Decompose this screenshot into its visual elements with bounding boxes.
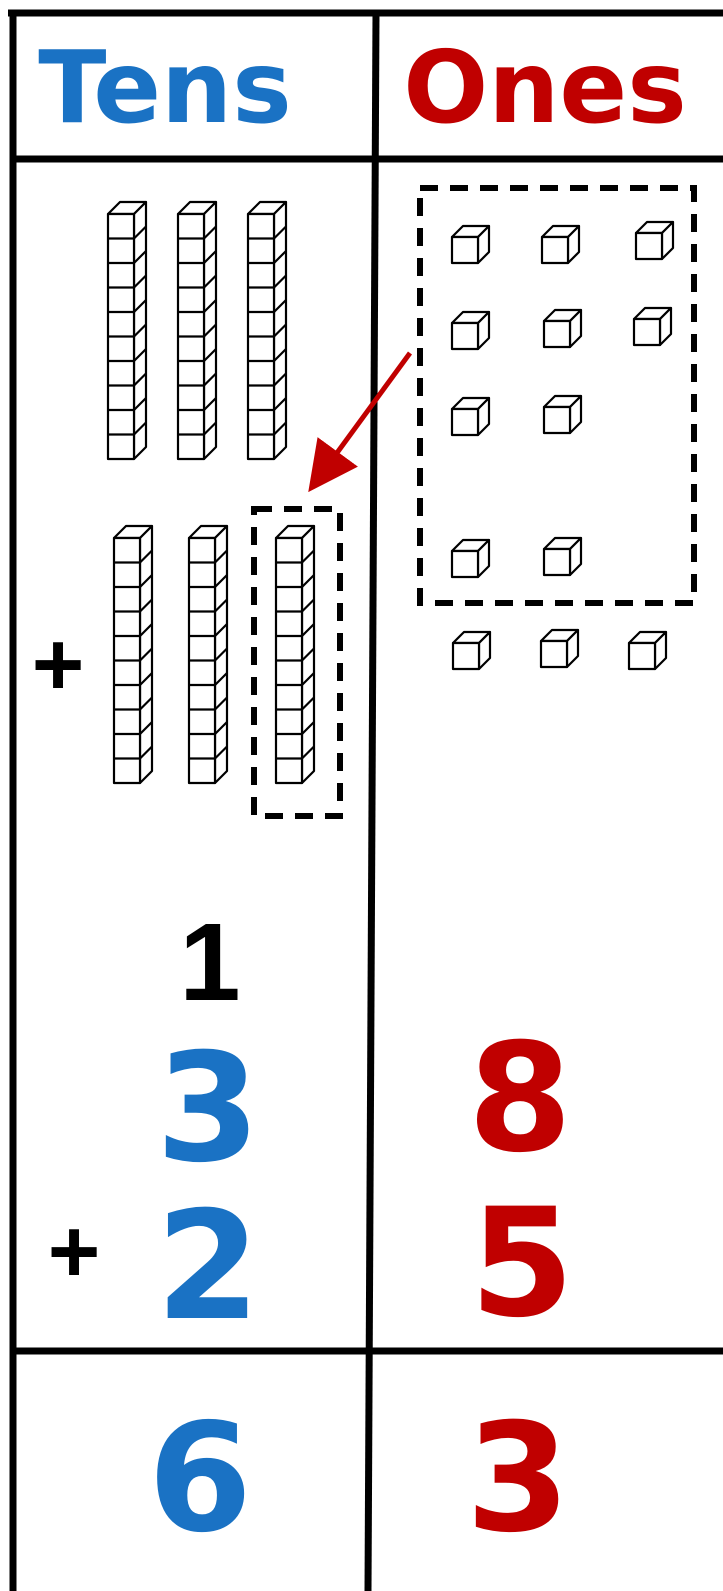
blocks-plus-sign: + [32, 615, 85, 715]
regrouped-ten-box [251, 506, 343, 819]
one-cube [450, 310, 491, 351]
one-cube [632, 306, 673, 347]
one-cube [539, 628, 580, 669]
grid-lines [8, 9, 723, 1591]
column-divider [364, 12, 380, 1591]
answer-tens: 6 [148, 1392, 252, 1566]
ten-rod [106, 200, 148, 461]
one-cube [542, 308, 583, 349]
one-cube [627, 630, 668, 671]
one-cube [450, 396, 491, 437]
regroup-arrow [308, 351, 413, 493]
ten-rod [246, 200, 288, 461]
problem-plus-sign: + [48, 1202, 101, 1302]
one-cube [542, 536, 583, 577]
one-cube [450, 224, 491, 265]
ten-rod [176, 200, 218, 461]
ten-rod [274, 524, 316, 785]
ten-rod [187, 524, 229, 785]
one-cube [542, 394, 583, 435]
one-cube [540, 224, 581, 265]
tens-header: Tens [38, 29, 291, 146]
addend1-tens: 3 [156, 1022, 260, 1196]
addend2-ones: 5 [470, 1177, 574, 1351]
addend2-tens: 2 [156, 1180, 260, 1354]
tens-rods [106, 200, 316, 785]
ones-cubes [450, 220, 675, 671]
one-cube [451, 630, 492, 671]
one-cube [634, 220, 675, 261]
one-cube [450, 538, 491, 579]
addend1-ones: 8 [468, 1012, 572, 1186]
ones-header: Ones [403, 29, 687, 146]
ten-rod [112, 524, 154, 785]
answer-ones: 3 [466, 1392, 570, 1566]
carry-digit: 1 [179, 901, 240, 1024]
ten-ones-group-box [417, 185, 697, 606]
